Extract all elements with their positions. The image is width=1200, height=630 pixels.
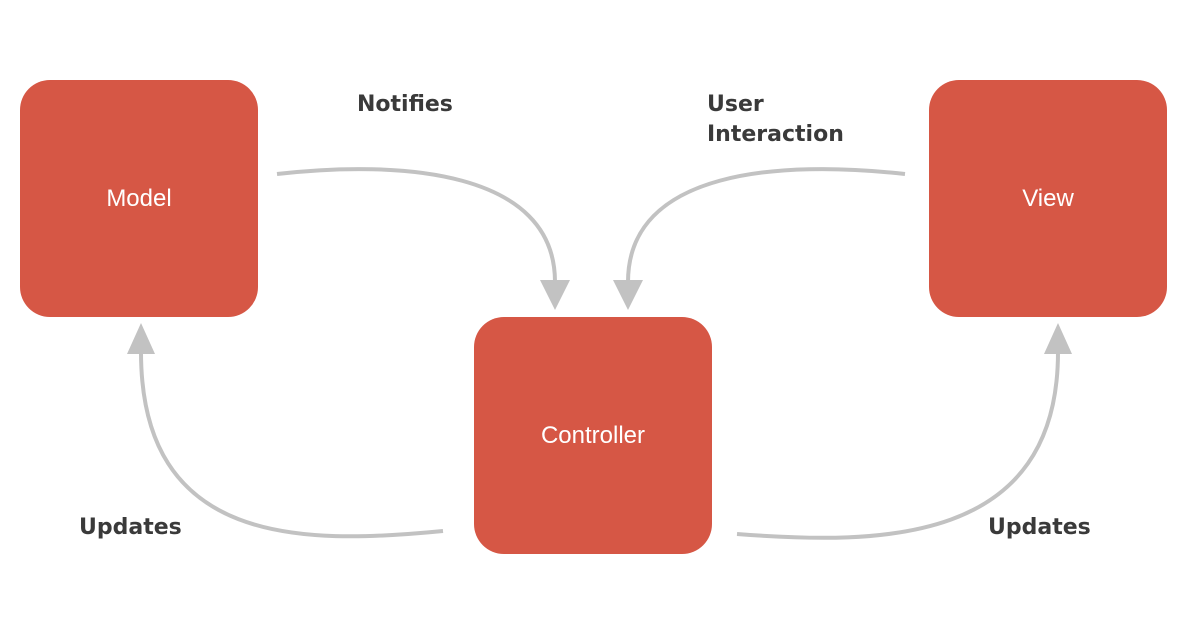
arrow-updates-model bbox=[139, 351, 444, 539]
user-interaction-label-line1: User bbox=[707, 92, 764, 117]
arrowhead-updates-view bbox=[1044, 323, 1072, 354]
view-node: View bbox=[929, 80, 1167, 317]
controller-label: Controller bbox=[540, 421, 646, 449]
arrow-notifies bbox=[276, 167, 557, 283]
arrowhead-updates-model bbox=[127, 323, 155, 354]
updates-model-label: Updates bbox=[79, 515, 182, 540]
model-label: Model bbox=[106, 184, 172, 212]
user-interaction-label-line2: Interaction bbox=[707, 122, 844, 147]
view-label: View bbox=[1022, 184, 1074, 212]
updates-view-label: Updates bbox=[988, 515, 1091, 540]
notifies-label: Notifies bbox=[357, 92, 453, 117]
arrowhead-notifies bbox=[540, 280, 570, 310]
controller-node: Controller bbox=[474, 317, 712, 554]
arrow-user-interaction bbox=[626, 167, 906, 283]
arrowhead-user-interaction bbox=[613, 280, 643, 310]
arrow-updates-view bbox=[736, 351, 1060, 540]
model-node: Model bbox=[20, 80, 258, 317]
